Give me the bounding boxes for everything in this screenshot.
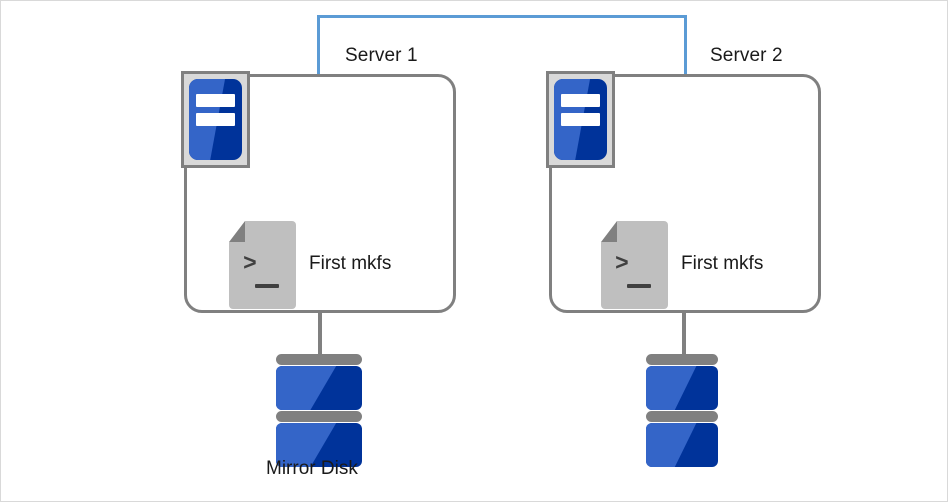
disk-platter-upper [646,366,718,410]
server-2-action-label: First mkfs [681,253,764,274]
server-2-box [549,74,821,313]
server-machine-body [189,79,242,160]
disk-bar-middle [646,411,718,422]
server-1-disk-cable [318,313,322,360]
server-machine-led-upper [561,94,600,108]
server-machine-led-lower [561,113,600,127]
server-machine-icon [181,71,250,168]
disk-bar-top [276,354,362,365]
server-machine-led-upper [196,94,235,108]
prompt-glyph: > [243,251,257,277]
mirror-disk-label: Mirror Disk [266,458,358,479]
disk-platter-upper [276,366,362,410]
terminal-script-icon: > [229,221,296,309]
disk-bar-middle [276,411,362,422]
server-machine-icon [546,71,615,168]
disk-platter-lower [276,423,362,467]
server-2-disk-stack-icon [646,354,718,468]
interconnect-horizontal-segment [317,15,687,18]
server-1-action-label: First mkfs [309,253,392,274]
server-machine-led-lower [196,113,235,127]
interconnect-left-segment [317,15,320,75]
prompt-cursor-icon [255,284,279,288]
prompt-glyph: > [615,251,629,277]
disk-bar-top [646,354,718,365]
server-machine-body [554,79,607,160]
server-1-disk-stack-icon [276,354,362,468]
interconnect-right-segment [684,15,687,75]
document-fold-corner [601,221,618,243]
server-2-label: Server 2 [710,45,783,66]
terminal-script-icon: > [601,221,668,309]
server-1-label: Server 1 [345,45,418,66]
document-fold-corner [229,221,246,243]
server-2-disk-cable [682,313,686,360]
disk-platter-lower [646,423,718,467]
prompt-cursor-icon [627,284,651,288]
